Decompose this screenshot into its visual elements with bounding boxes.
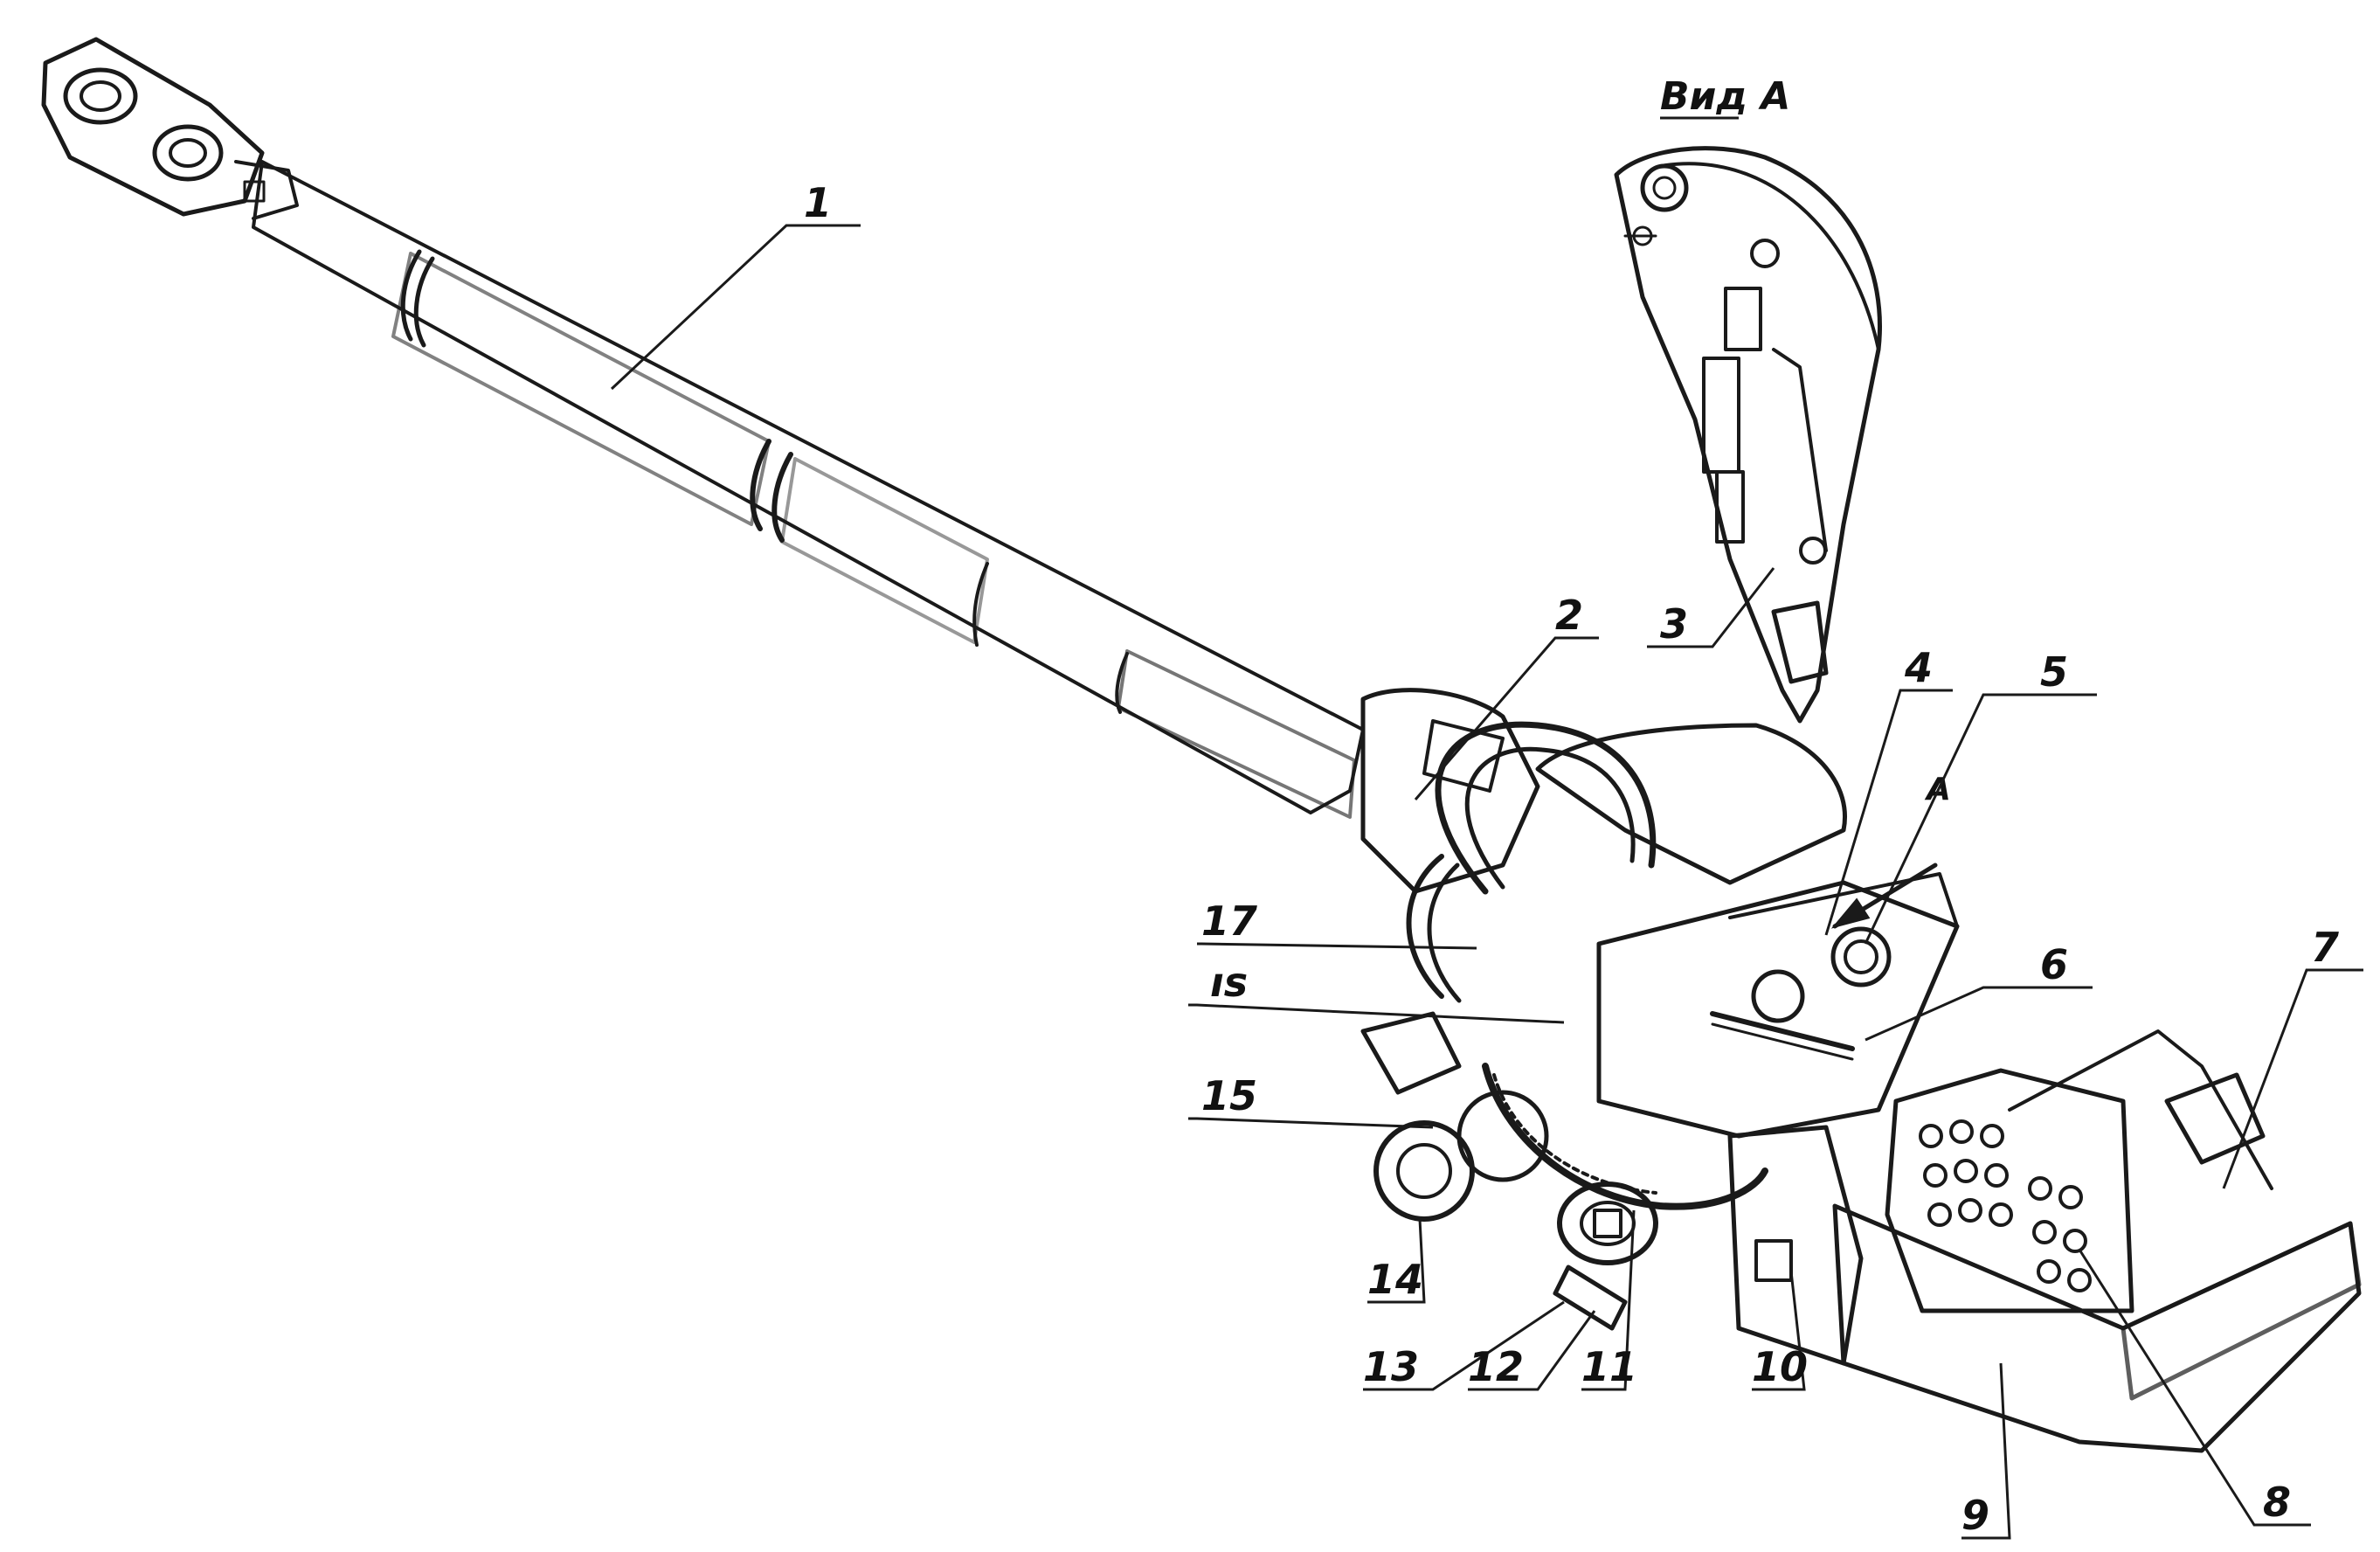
view-a-inset [1614, 146, 1882, 724]
callout-14: 14 [1367, 1256, 1423, 1303]
cradle [1360, 688, 1847, 1003]
view-arrow: А [1830, 772, 1951, 929]
leader-lines [610, 116, 2363, 1540]
callout-1: 1 [804, 179, 832, 226]
breech-assembly [1596, 872, 2362, 1453]
callout-13: 13 [1363, 1343, 1419, 1390]
callout-7: 7 [2311, 924, 2339, 971]
callout-10: 10 [1752, 1343, 1808, 1390]
callout-4: 4 [1904, 644, 1933, 691]
callout-2: 2 [1555, 592, 1583, 639]
callout-12: 12 [1468, 1343, 1524, 1390]
callout-15: 15 [1201, 1072, 1257, 1119]
callout-3: 3 [1660, 600, 1688, 648]
callout-5: 5 [2040, 648, 2068, 696]
callout-8: 8 [2263, 1479, 2291, 1526]
callout-9: 9 [1961, 1492, 1989, 1539]
callout-17: 17 [1201, 897, 1257, 945]
callout-6: 6 [2040, 941, 2068, 988]
callout-16: ıs [1210, 959, 1248, 1006]
loading-tray-holes [1919, 1119, 2092, 1292]
view-title: Вид А [1660, 74, 1790, 119]
muzzle-brake [41, 37, 299, 220]
barrel [41, 37, 1365, 819]
handwheel [1373, 1090, 1549, 1222]
callout-11: 11 [1581, 1343, 1637, 1390]
callout-labels: Вид А 1 2 3 4 5 6 7 8 9 10 11 12 13 14 1… [804, 74, 2339, 1539]
